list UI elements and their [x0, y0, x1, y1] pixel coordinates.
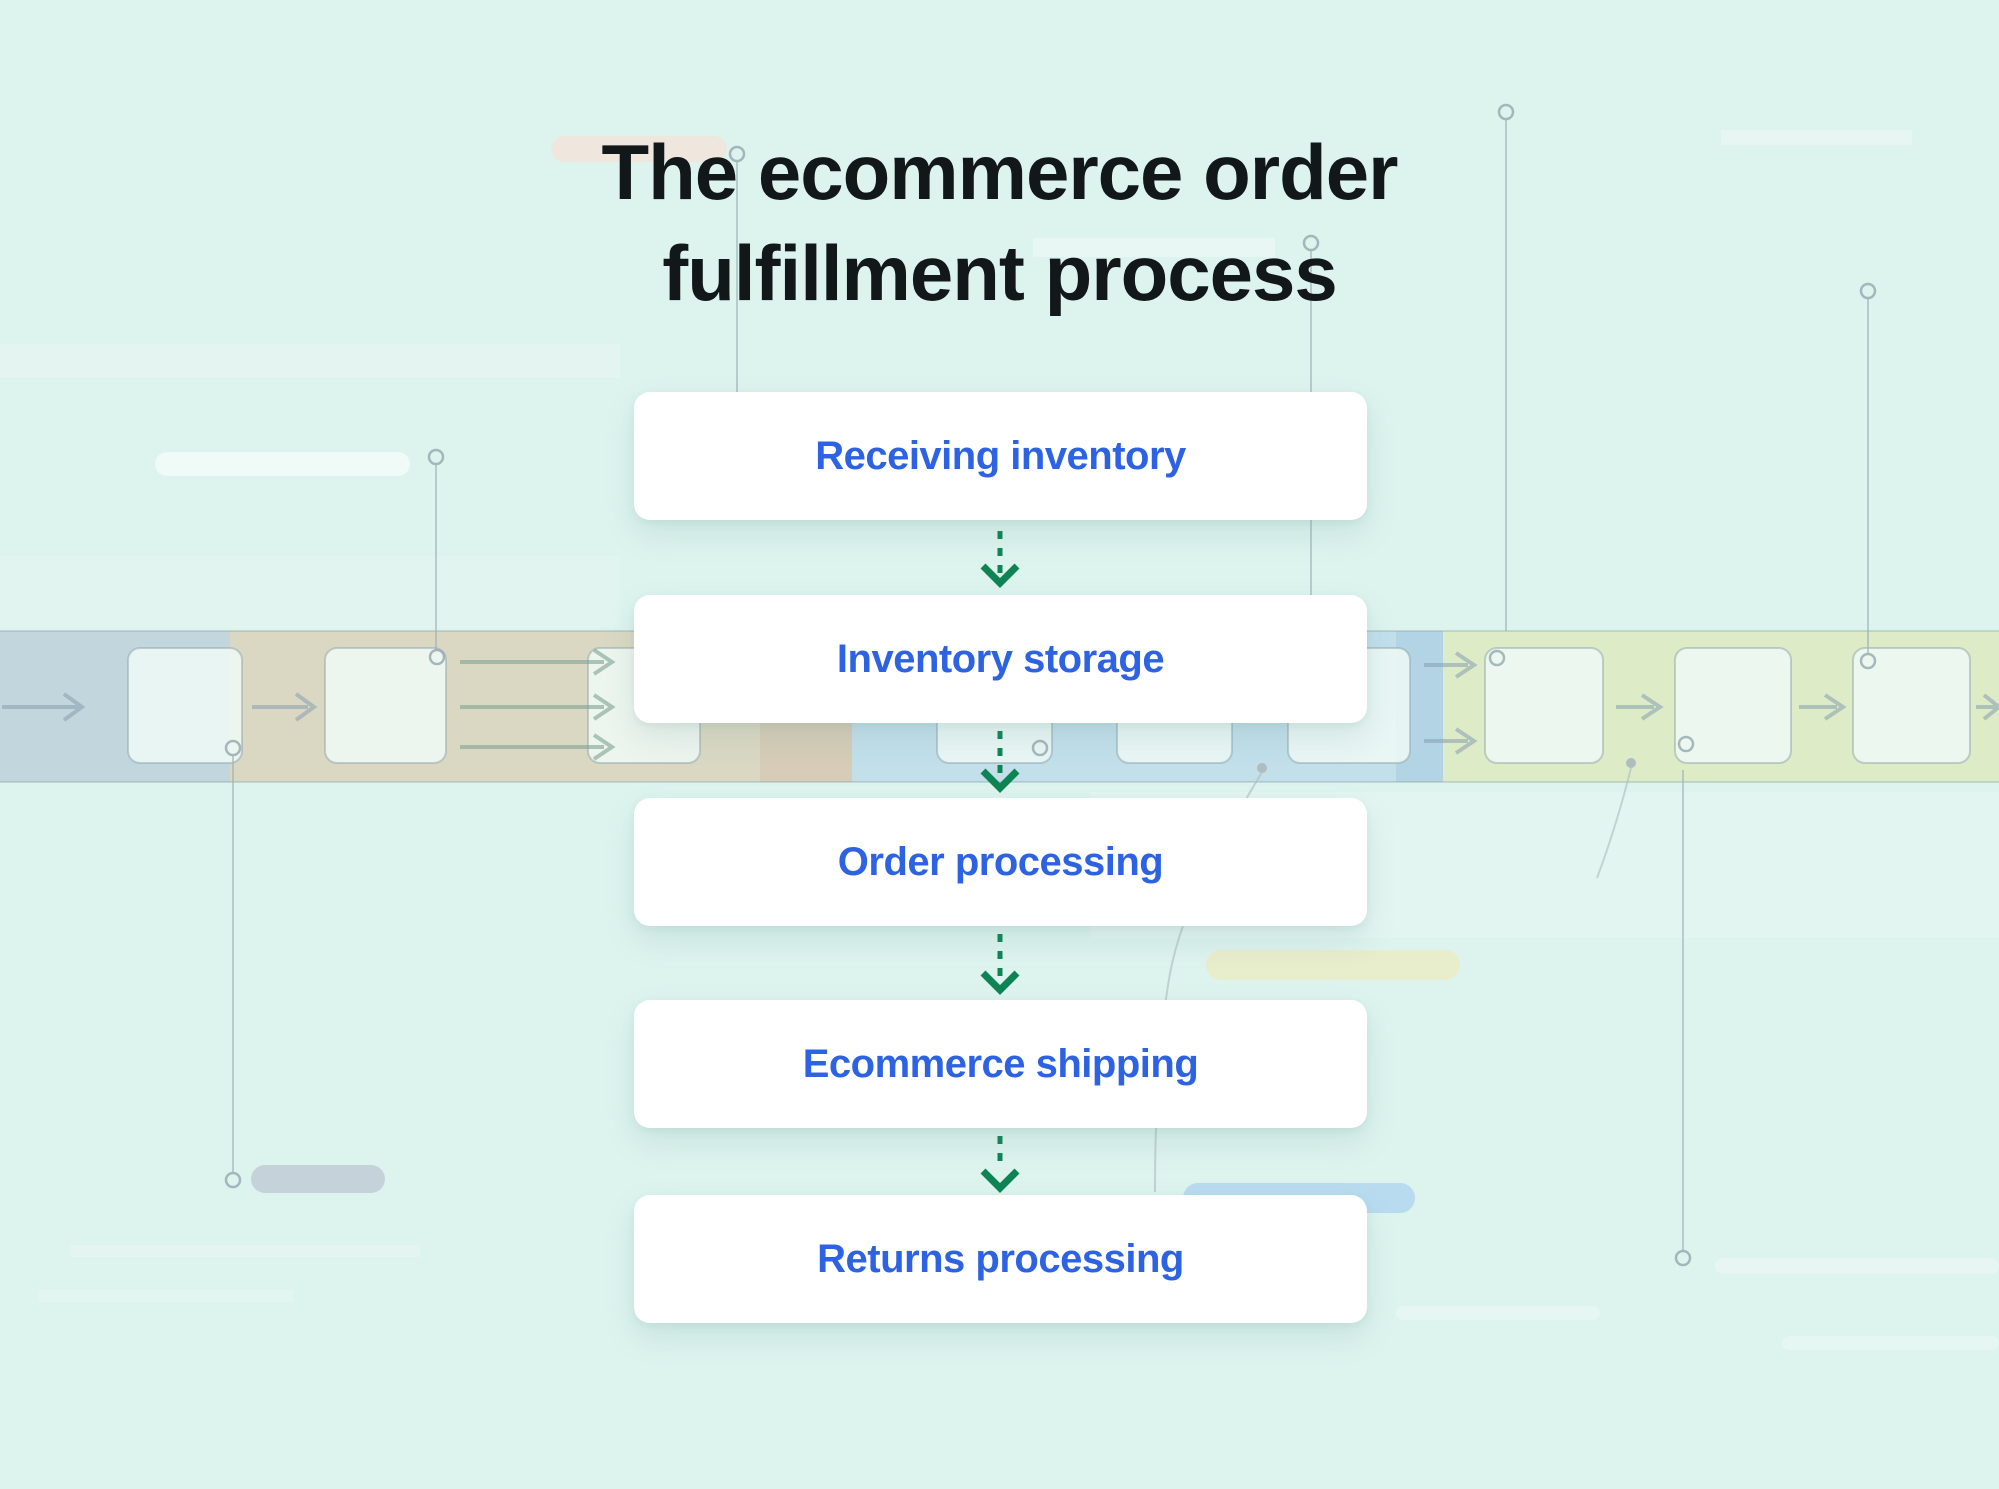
step-arrows — [980, 531, 1020, 1193]
connector-dots — [1257, 758, 1636, 773]
flow-arrow-icon — [460, 648, 616, 761]
page-title-line1: The ecommerce order — [601, 128, 1398, 216]
ring-icon — [224, 1171, 242, 1189]
ring-icon — [1674, 1249, 1692, 1267]
ring-icon — [1497, 103, 1515, 121]
arrow-down-icon — [980, 731, 1020, 793]
connector-lines — [232, 120, 1869, 1250]
background-pills — [155, 136, 1460, 1213]
arrow-down-icon — [980, 531, 1020, 588]
arrow-down-icon — [980, 1136, 1020, 1193]
ring-icon — [1677, 735, 1695, 753]
connector-rings — [224, 103, 1877, 1267]
pill-yellow — [1206, 950, 1460, 980]
pill-gray — [251, 1165, 385, 1193]
step-label: Inventory storage — [836, 636, 1165, 681]
step-box-returns-processing: Returns processing — [634, 1195, 1367, 1323]
ring-icon — [1302, 234, 1320, 252]
step-box-order-processing: Order processing — [634, 798, 1367, 926]
ring-icon — [1859, 282, 1877, 300]
step-box-ecommerce-shipping: Ecommerce shipping — [634, 1000, 1367, 1128]
dot-icon — [1626, 758, 1636, 768]
ring-icon — [224, 739, 242, 757]
flow-arrow-icon — [2, 692, 318, 722]
step-label: Ecommerce shipping — [802, 1041, 1199, 1086]
band-node — [324, 647, 447, 764]
band-node — [1674, 647, 1792, 764]
ring-icon — [1859, 652, 1877, 670]
step-label: Returns processing — [817, 1236, 1184, 1281]
flow-arrow-icon — [1424, 651, 1999, 755]
band-node — [1852, 647, 1971, 764]
page-title-line2: fulfillment process — [662, 229, 1337, 317]
step-label: Receiving inventory — [815, 433, 1186, 478]
ring-icon — [1031, 739, 1049, 757]
ring-icon — [728, 145, 746, 163]
band-node — [1484, 647, 1604, 764]
dot-icon — [1257, 763, 1267, 773]
step-label: Order processing — [837, 839, 1164, 884]
pill-rose — [551, 136, 727, 162]
ring-icon — [428, 648, 446, 666]
band-arrows — [2, 648, 1999, 761]
band-node — [127, 647, 243, 764]
pill-white — [155, 452, 410, 476]
ring-icon — [427, 448, 445, 466]
step-box-receiving-inventory: Receiving inventory — [634, 392, 1367, 520]
ring-icon — [1488, 649, 1506, 667]
arrow-down-icon — [980, 934, 1020, 995]
page-title: The ecommerce order fulfillment process — [0, 122, 1999, 324]
step-box-inventory-storage: Inventory storage — [634, 595, 1367, 723]
connector-curve — [1596, 767, 1632, 879]
